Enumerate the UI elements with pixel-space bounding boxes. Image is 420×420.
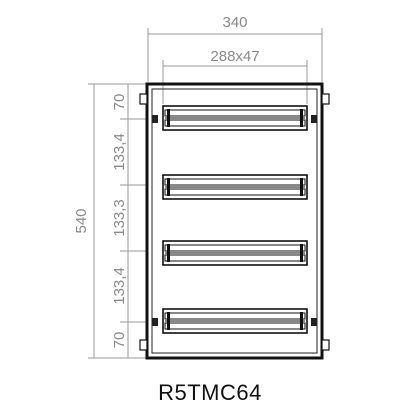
pin-bottom-left	[139, 339, 148, 351]
rail-upper-flange	[164, 312, 306, 320]
rail-end-left	[167, 178, 170, 196]
dim-spacing-1-label: 133,4	[111, 133, 128, 171]
mounting-pins	[139, 93, 330, 351]
dim-top-margin-label: 70	[111, 94, 128, 111]
rail-lower-flange	[164, 254, 306, 262]
clip-bottom-left	[152, 318, 158, 326]
model-label: R5TMC64	[158, 380, 262, 405]
pin-top-left	[139, 93, 148, 105]
clip-top-left	[152, 115, 158, 123]
dim-total-height: 540	[73, 83, 146, 359]
dim-bottom-margin-label: 70	[111, 332, 128, 349]
cabinet-frame	[145, 82, 324, 360]
dim-total-height-label: 540	[73, 208, 90, 233]
rail-end-right	[300, 312, 303, 330]
rail-2	[162, 174, 308, 200]
rail-end-right	[300, 244, 303, 262]
rail-end-right	[300, 109, 303, 127]
rail-1	[162, 105, 308, 131]
dim-segment-chain: 70 133,4 133,3 133,4 70	[111, 83, 146, 359]
rail-end-left	[167, 109, 170, 127]
pin-top-right	[321, 93, 330, 105]
clip-top-right	[311, 115, 317, 123]
pin-bottom-right	[321, 339, 330, 351]
rail-upper-flange	[164, 109, 306, 117]
rail-lower-flange	[164, 188, 306, 196]
rail-end-right	[300, 178, 303, 196]
rail-end-left	[167, 244, 170, 262]
dim-total-width: 340	[147, 14, 323, 82]
dim-spacing-2-label: 133,3	[111, 199, 128, 237]
rail-upper-flange	[164, 244, 306, 252]
clip-bottom-right	[311, 318, 317, 326]
side-clips	[152, 115, 317, 326]
dim-total-width-label: 340	[222, 14, 247, 31]
rail-lower-flange	[164, 322, 306, 330]
rail-lower-flange	[164, 119, 306, 127]
rail-end-left	[167, 312, 170, 330]
dim-rail-width-label: 288x47	[210, 48, 259, 65]
rail-4	[162, 308, 308, 334]
rail-upper-flange	[164, 178, 306, 186]
rail-3	[162, 240, 308, 266]
dim-spacing-3-label: 133,4	[111, 267, 128, 305]
din-rails	[162, 105, 308, 334]
dim-rail-width: 288x47	[162, 48, 308, 104]
